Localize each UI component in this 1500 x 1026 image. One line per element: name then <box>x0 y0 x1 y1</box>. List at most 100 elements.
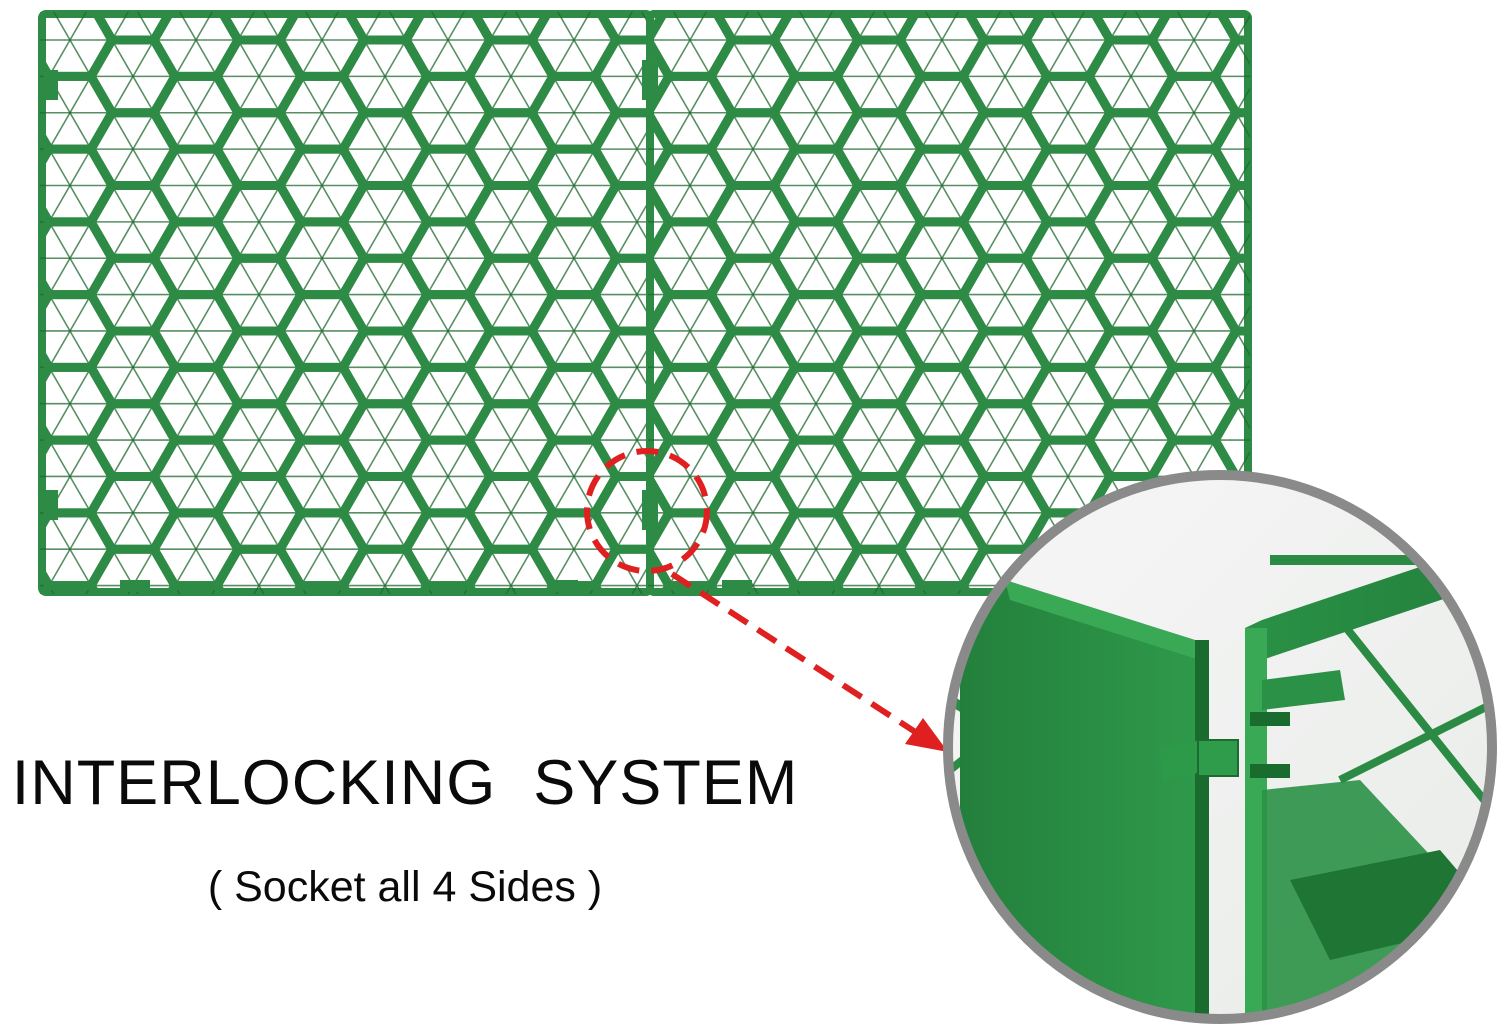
hex-cell <box>542 581 606 594</box>
lattice-rod <box>1235 86 1250 114</box>
hex-cell <box>217 622 301 695</box>
lattice-rod <box>174 294 218 368</box>
lattice-node <box>916 653 926 663</box>
hex-cell <box>590 180 652 263</box>
lattice-rod <box>672 12 712 77</box>
lattice-rod <box>489 403 533 477</box>
lattice-node <box>170 0 180 9</box>
lattice-rod <box>174 512 218 586</box>
lattice-rod <box>679 586 721 659</box>
lattice-node <box>548 0 558 9</box>
lattice-rod <box>426 148 470 223</box>
lattice-rod <box>1235 257 1250 285</box>
lattice-rod <box>174 366 218 441</box>
lattice-node <box>296 0 306 9</box>
lattice-rod <box>1235 330 1250 357</box>
lattice-rod <box>426 512 470 586</box>
lattice-rod <box>679 0 721 4</box>
lattice-rod <box>794 439 838 514</box>
lattice-rod <box>363 12 382 41</box>
lattice-rod <box>237 39 281 114</box>
lattice-rod <box>211 585 218 594</box>
lattice-rod <box>679 0 721 4</box>
lattice-rod <box>589 585 596 594</box>
lattice-node <box>674 0 684 9</box>
lattice-rod <box>857 39 901 114</box>
hex-cell <box>648 0 732 4</box>
lattice-rod <box>794 366 838 441</box>
lattice-rod <box>238 622 280 695</box>
lattice-rod <box>1047 0 1089 4</box>
lattice-rod <box>363 476 407 550</box>
hex-cell <box>1210 35 1250 118</box>
lattice-rod <box>237 257 281 332</box>
lattice-rod <box>615 548 643 594</box>
hex-cell <box>280 0 364 4</box>
lattice-node <box>1042 0 1052 9</box>
lattice-rod <box>238 622 280 695</box>
lattice-rod <box>136 12 155 41</box>
grass-paver-panel-left <box>0 0 721 695</box>
lattice-rod <box>237 185 281 259</box>
lattice-rod <box>0 404 28 477</box>
lattice-rod <box>363 39 407 114</box>
lattice-rod <box>731 548 759 594</box>
lattice-node <box>674 653 684 663</box>
lattice-rod <box>1109 12 1128 41</box>
lattice-rod <box>920 366 964 441</box>
lattice-node <box>359 617 369 627</box>
lattice-rod <box>489 257 533 332</box>
lattice-node <box>916 0 926 9</box>
lattice-rod <box>920 294 964 368</box>
lattice-rod <box>174 75 218 150</box>
lattice-rod <box>427 0 469 4</box>
lattice-rod <box>1134 12 1153 41</box>
lattice-rod <box>426 366 470 441</box>
lattice-rod <box>174 585 181 594</box>
lattice-rod <box>920 75 964 150</box>
lattice-rod <box>920 512 964 586</box>
hex-cell <box>1210 180 1250 263</box>
lattice-rod <box>237 330 281 405</box>
hex-cell <box>0 622 49 695</box>
lattice-rod <box>364 622 406 695</box>
lattice-rod <box>0 40 28 113</box>
lattice-rod <box>552 75 596 150</box>
lattice-rod <box>983 112 1027 186</box>
lattice-rod <box>174 439 218 514</box>
callout-arrow <box>670 571 948 752</box>
lattice-rod <box>300 366 344 441</box>
lattice-rod <box>857 330 901 405</box>
lattice-rod <box>426 221 470 296</box>
lattice-rod <box>920 585 927 594</box>
lattice-rod <box>552 148 596 223</box>
lattice-node <box>422 653 432 663</box>
hex-cell <box>837 622 921 695</box>
lattice-rod <box>1172 366 1216 441</box>
lattice-node <box>296 653 306 663</box>
lattice-rod <box>363 403 407 477</box>
lattice-rod <box>1109 39 1153 114</box>
interlock-highlight-circle <box>584 448 710 574</box>
lattice-node <box>1294 144 1304 154</box>
lattice-rod <box>857 476 901 550</box>
lattice-rod <box>731 185 775 259</box>
lattice-rod <box>262 12 281 41</box>
lattice-rod <box>669 0 711 4</box>
lattice-rod <box>489 112 533 186</box>
lattice-rod <box>731 257 775 332</box>
hex-cell <box>1214 12 1250 45</box>
lattice-rod <box>794 294 838 368</box>
lattice-rod <box>1172 294 1216 368</box>
lattice-rod <box>858 622 900 695</box>
lattice-node <box>853 617 863 627</box>
lattice-rod <box>756 12 775 41</box>
lattice-node <box>1294 290 1304 300</box>
lattice-rod <box>882 12 901 41</box>
lattice-rod <box>1046 148 1090 223</box>
lattice-rod <box>489 548 517 594</box>
lattice-rod <box>1235 112 1250 139</box>
lattice-rod <box>668 439 712 514</box>
lattice-rod <box>731 12 750 41</box>
